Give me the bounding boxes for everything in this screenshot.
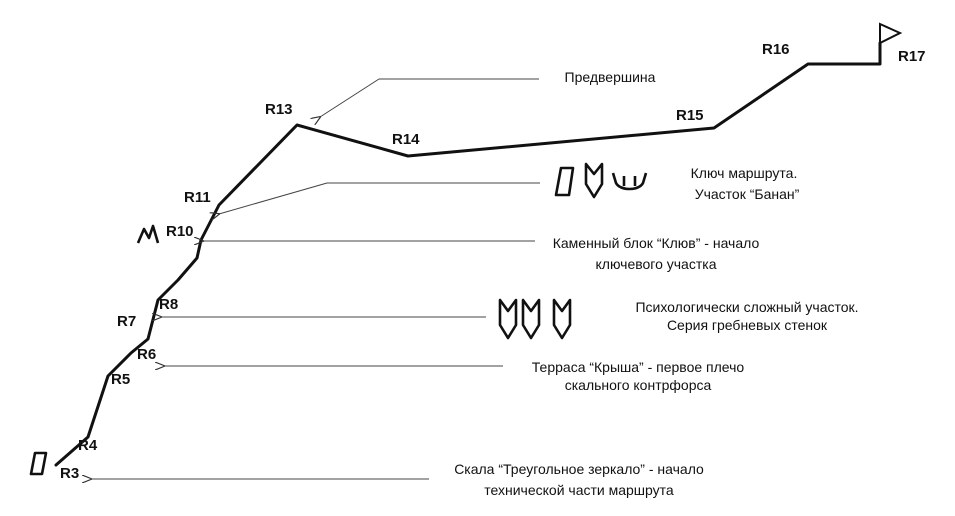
route-line (54, 41, 882, 467)
roof-terrace-caption: скального контрфорса (565, 377, 712, 393)
klyuv-caption: ключевого участка (596, 256, 717, 272)
route-point-label: R13 (265, 101, 293, 118)
psych-caption: Психологически сложный участок. (635, 299, 858, 315)
key-section-arrow (219, 182, 328, 214)
route-point-label: R11 (184, 189, 211, 206)
key-section-caption: Участок “Банан” (695, 186, 800, 202)
ridge-wall-icon (552, 298, 572, 340)
pre-summit-caption: Предвершина (565, 69, 656, 85)
route-point-label: R7 (117, 313, 136, 330)
ridge-wall-icon (498, 298, 518, 340)
psych-caption: Серия гребневых стенок (667, 317, 828, 333)
ridge-wall-icon (521, 298, 541, 340)
ridge-wall-icon (584, 162, 604, 199)
klyuv-caption: Каменный блок “Клюв” - начало (553, 235, 760, 251)
route-point-label: R4 (78, 437, 98, 454)
pre-summit-arrow (320, 78, 380, 117)
route-point-label: R3 (60, 465, 79, 482)
summit-flag-icon (879, 22, 903, 45)
route-point-label: R16 (762, 41, 790, 58)
route-point-label: R10 (166, 223, 194, 240)
mirror-caption: Скала “Треугольное зеркало” - начало (454, 461, 704, 477)
beak-block-icon (136, 224, 160, 244)
route-point-label: R8 (159, 296, 178, 313)
route-point-label: R17 (898, 48, 926, 65)
triangle-mirror-icon (29, 451, 48, 476)
route-point-label: R5 (111, 371, 130, 388)
key-section-caption: Ключ маршрута. (691, 165, 798, 181)
route-point-label: R14 (392, 131, 420, 148)
route-point-label: R6 (137, 346, 156, 363)
mirror-caption: технической части маршрута (484, 482, 674, 498)
roof-terrace-caption: Терраса “Крыша” - первое плечо (532, 359, 745, 375)
route-point-label: R15 (676, 107, 704, 124)
cup-icon (611, 172, 648, 191)
slab-icon (554, 166, 575, 197)
